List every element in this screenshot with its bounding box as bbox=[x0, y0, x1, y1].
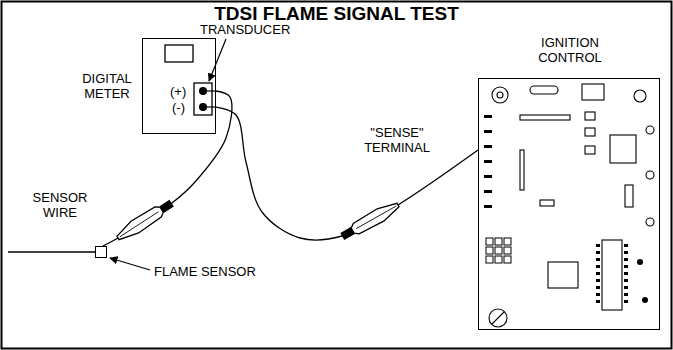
clip-jaws bbox=[349, 199, 401, 237]
ic-pins bbox=[596, 244, 600, 306]
clip-jaws bbox=[114, 204, 165, 244]
wire-label: SENSOR WIRE bbox=[28, 190, 92, 220]
clip-split bbox=[120, 212, 159, 237]
board-marks bbox=[484, 115, 648, 306]
board-label: IGNITION CONTROL bbox=[530, 35, 610, 65]
pin bbox=[486, 256, 493, 263]
clip-sleeve bbox=[340, 227, 354, 240]
clip-split bbox=[356, 206, 396, 229]
meter-label: DIGITAL METER bbox=[77, 71, 137, 101]
lead-stub bbox=[203, 90, 216, 91]
silkscreen-mark bbox=[484, 190, 492, 193]
flame-sensor: FLAME SENSOR bbox=[95, 246, 107, 258]
silkscreen-mark bbox=[484, 115, 492, 118]
terminal-label: "SENSE" TERMINAL bbox=[355, 125, 439, 155]
transducer bbox=[194, 83, 212, 115]
led bbox=[585, 128, 595, 136]
lead-stub bbox=[203, 106, 216, 107]
solder-dot bbox=[637, 259, 643, 265]
polarity-label: (-) bbox=[172, 100, 185, 115]
polarity-label: (+) bbox=[170, 84, 186, 99]
pin bbox=[495, 256, 502, 263]
silkscreen-mark bbox=[484, 130, 492, 133]
transformer bbox=[582, 84, 604, 100]
crystal bbox=[530, 86, 558, 94]
test-switch bbox=[610, 135, 636, 163]
led bbox=[585, 146, 595, 154]
via bbox=[646, 171, 654, 179]
resistor bbox=[520, 150, 524, 190]
test-lead bbox=[216, 107, 478, 240]
sensor-wire bbox=[8, 251, 95, 252]
diode bbox=[540, 200, 554, 206]
pin bbox=[504, 247, 511, 254]
pin bbox=[486, 238, 493, 245]
clip-sleeve bbox=[159, 200, 173, 213]
mount-hole bbox=[634, 90, 646, 102]
silkscreen-mark bbox=[484, 160, 492, 163]
capacitor-core bbox=[497, 92, 503, 98]
silkscreen-mark bbox=[484, 205, 492, 208]
pin bbox=[504, 256, 511, 263]
meter-display bbox=[165, 45, 193, 62]
potentiometer bbox=[489, 309, 507, 327]
silkscreen-mark bbox=[484, 145, 492, 148]
pin bbox=[495, 247, 502, 254]
potentiometer-slot bbox=[492, 312, 504, 324]
ic-pins bbox=[624, 244, 628, 306]
capacitor bbox=[492, 87, 508, 103]
chip bbox=[548, 262, 578, 288]
leader-line bbox=[110, 258, 150, 270]
fuse bbox=[625, 185, 633, 207]
board-components bbox=[489, 84, 654, 327]
pin bbox=[495, 238, 502, 245]
dip-ic bbox=[602, 240, 622, 310]
part-label: TRANSDUCER bbox=[200, 22, 290, 37]
via bbox=[646, 218, 654, 226]
resistor bbox=[520, 115, 570, 120]
leader-line bbox=[209, 39, 226, 81]
led bbox=[585, 112, 595, 120]
alligator-clip bbox=[114, 197, 175, 244]
pin bbox=[504, 238, 511, 245]
alligator-clip bbox=[339, 199, 402, 243]
diagram-title: TDSI FLAME SIGNAL TEST bbox=[0, 3, 673, 24]
solder-dot bbox=[642, 297, 648, 303]
pin-header bbox=[486, 238, 511, 263]
silkscreen-mark bbox=[484, 175, 492, 178]
ignition-control-board: IGNITION CONTROL bbox=[478, 78, 660, 330]
via bbox=[646, 126, 654, 134]
pin bbox=[486, 247, 493, 254]
sensor-label: FLAME SENSOR bbox=[154, 264, 256, 279]
